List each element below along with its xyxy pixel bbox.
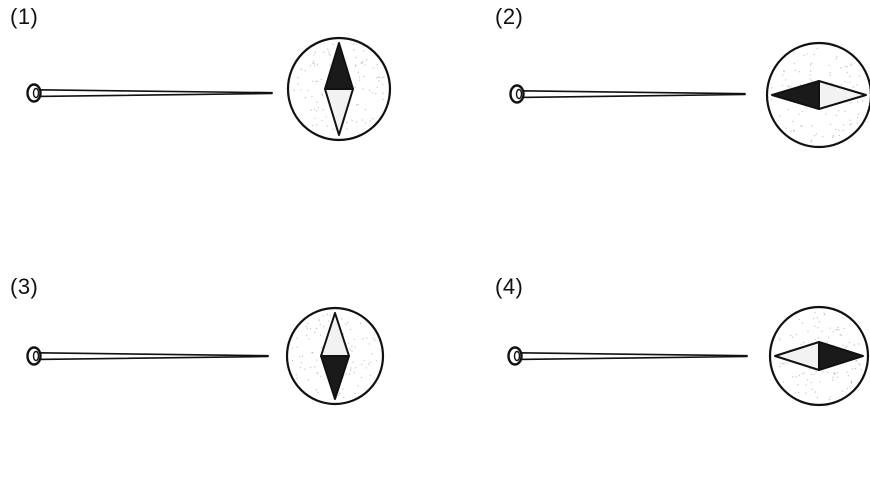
wire-icon <box>37 352 269 361</box>
needle-dark-half <box>324 42 354 90</box>
compass-icon <box>285 306 385 406</box>
wire-icon <box>37 89 273 98</box>
panel-label: (3) <box>10 274 39 299</box>
scene <box>26 36 392 142</box>
compass-icon <box>286 36 392 142</box>
panel-4: (4) <box>485 270 870 478</box>
panel-2: (2) <box>485 0 870 208</box>
panel-1: (1) <box>0 0 435 208</box>
needle-dark-half <box>320 355 350 400</box>
pin-icon <box>26 83 42 103</box>
pin-icon <box>26 346 42 366</box>
scene <box>26 306 385 406</box>
wire-icon <box>520 90 746 99</box>
scene <box>507 305 870 407</box>
panel-3: (3) <box>0 270 435 478</box>
needle-dark-half <box>771 80 820 110</box>
pin-icon <box>509 84 525 104</box>
compass-icon <box>768 305 870 407</box>
needle-dark-half <box>818 341 864 371</box>
pin-icon <box>507 346 523 366</box>
panel-label: (4) <box>495 274 524 299</box>
panel-label: (2) <box>495 4 524 29</box>
wire-icon <box>518 352 748 361</box>
panel-label: (1) <box>10 4 39 29</box>
compass-icon <box>765 41 870 149</box>
scene <box>509 41 870 149</box>
